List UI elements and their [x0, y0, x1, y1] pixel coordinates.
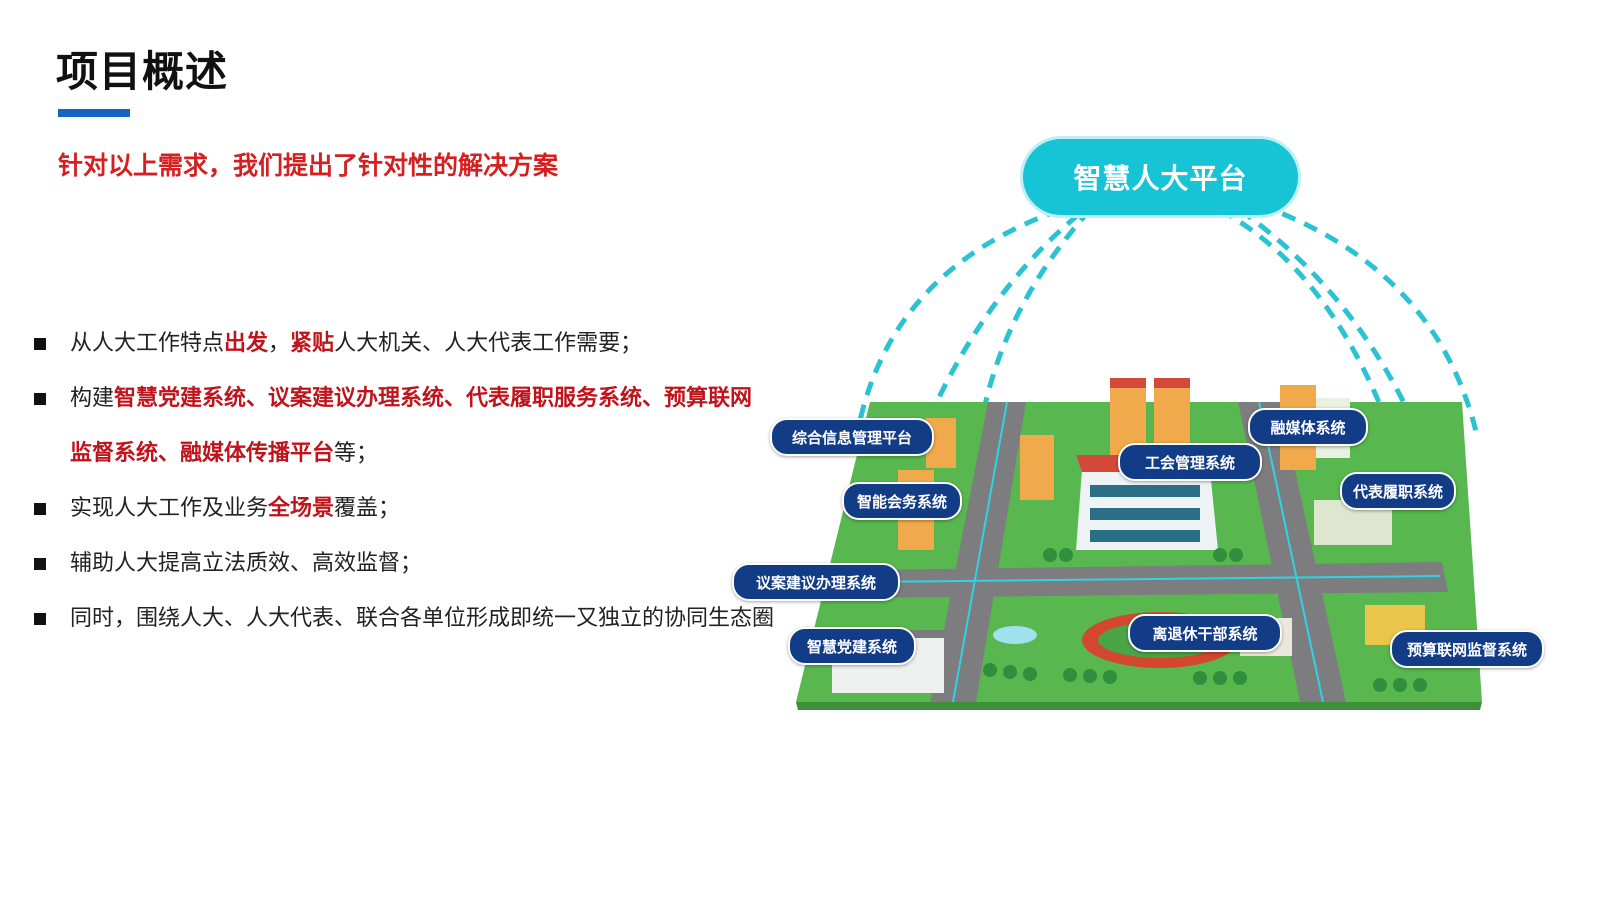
highlight-text: 智慧党建系统、议案建议办理系统、代表履职服务系统、预算联网监督系统、融媒体传播平…: [70, 386, 753, 466]
system-label-deputy: 代表履职系统: [1340, 472, 1456, 510]
highlight-text: 紧贴: [290, 331, 335, 356]
platform-hub: 智慧人大平台: [1023, 139, 1298, 215]
bullet-item: 构建智慧党建系统、议案建议办理系统、代表履职服务系统、预算联网监督系统、融媒体传…: [34, 371, 774, 481]
towers: [832, 378, 1425, 693]
bullet-square-icon: [34, 338, 46, 350]
system-label-proposal: 议案建议办理系统: [732, 563, 900, 601]
bullet-square-icon: [34, 503, 46, 515]
bullet-text: 构建: [70, 386, 115, 411]
system-label-budget: 预算联网监督系统: [1390, 630, 1544, 668]
system-label-party: 智慧党建系统: [788, 627, 916, 665]
bullet-square-icon: [34, 393, 46, 405]
bullet-item: 同时，围绕人大、人大代表、联合各单位形成即统一又独立的协同生态圈: [34, 591, 774, 646]
page-title: 项目概述: [56, 47, 229, 96]
central-building: [1076, 455, 1218, 550]
highlight-text: 出发: [224, 331, 269, 356]
city-scene: [796, 202, 1482, 710]
bullet-item: 实现人大工作及业务全场景覆盖；: [34, 481, 774, 536]
system-label-retired: 离退休干部系统: [1128, 614, 1282, 652]
bullet-item: 辅助人大提高立法质效、高效监督；: [34, 536, 774, 591]
bullet-square-icon: [34, 558, 46, 570]
system-label-info-mgmt: 综合信息管理平台: [770, 418, 934, 456]
system-label-meeting: 智能会务系统: [842, 482, 962, 520]
system-label-media: 融媒体系统: [1248, 408, 1368, 446]
smart-city-illustration: 智慧人大平台 综合信息管理平台 工会管理系统 融媒体系统 代表履职系统 智能会务…: [732, 130, 1600, 730]
bullet-text: 人大机关、人大代表工作需要；: [334, 331, 643, 356]
bullet-text: 辅助人大提高立法质效、高效监督；: [70, 551, 423, 576]
title-underline: [58, 109, 130, 117]
bullet-square-icon: [34, 613, 46, 625]
page-subtitle: 针对以上需求，我们提出了针对性的解决方案: [58, 151, 559, 180]
bullet-text: ，: [268, 331, 291, 356]
trees: [983, 548, 1427, 692]
highlight-text: 全场景: [268, 496, 335, 521]
fountain: [993, 626, 1037, 644]
bullet-text: 从人大工作特点: [70, 331, 225, 356]
bullet-text: 等；: [334, 441, 379, 466]
bullet-list: 从人大工作特点出发，紧贴人大机关、人大代表工作需要；构建智慧党建系统、议案建议办…: [34, 316, 774, 646]
bullet-text: 覆盖；: [334, 496, 401, 521]
bullet-text: 实现人大工作及业务: [70, 496, 269, 521]
bullet-text: 同时，围绕人大、人大代表、联合各单位形成即统一又独立的协同生态圈: [70, 606, 775, 631]
bullet-item: 从人大工作特点出发，紧贴人大机关、人大代表工作需要；: [34, 316, 774, 371]
system-label-union: 工会管理系统: [1118, 443, 1262, 481]
